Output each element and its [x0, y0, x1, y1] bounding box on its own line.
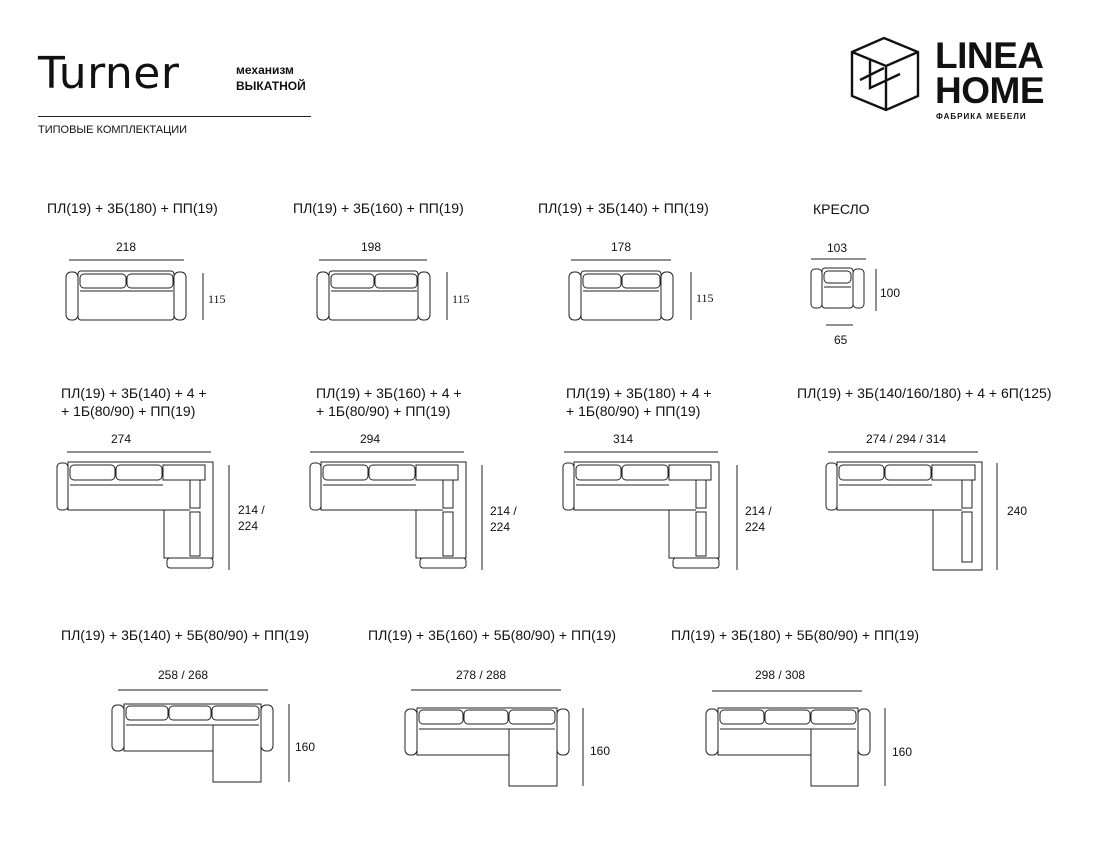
- chaise-298-drawing: [705, 690, 886, 787]
- sofa-198-drawing: [316, 259, 448, 321]
- logo-line1: LINEA: [935, 35, 1044, 76]
- depth-dimension-line2: 224: [745, 520, 766, 534]
- width-dimension: 178: [611, 240, 632, 254]
- depth-dimension-line2: 224: [490, 520, 511, 534]
- config-label-line2: + 1Б(80/90) + ПП(19): [316, 403, 451, 419]
- corner-274-drawing: [56, 451, 230, 570]
- width-dimension: 103: [827, 241, 848, 255]
- config-label-line1: ПЛ(19) + 3Б(140) + 4 +: [61, 385, 207, 401]
- config-label: ПЛ(19) + 3Б(140/160/180) + 4 + 6П(125): [797, 385, 1052, 401]
- depth-dimension: 160: [590, 744, 611, 758]
- mechanism-label: механизм: [236, 63, 294, 77]
- depth-dimension: 115: [696, 291, 714, 305]
- width-dimension: 298 / 308: [755, 668, 806, 682]
- logo-tagline: ФАБРИКА МЕБЕЛИ: [936, 112, 1027, 121]
- config-label: ПЛ(19) + 3Б(140) + 5Б(80/90) + ПП(19): [61, 627, 310, 643]
- depth-dimension-line1: 214 /: [490, 504, 517, 518]
- depth-dimension: 160: [892, 745, 913, 759]
- depth-dimension-line1: 214 /: [238, 503, 265, 517]
- width-dimension: 278 / 288: [456, 668, 507, 682]
- config-label-line1: ПЛ(19) + 3Б(160) + 4 +: [316, 385, 462, 401]
- width-dimension: 314: [613, 432, 634, 446]
- sofa-178-drawing: [568, 259, 692, 321]
- config-label: ПЛ(19) + 3Б(140) + 4 + + 1Б(80/90) + ПП(…: [61, 384, 207, 420]
- config-label: ПЛ(19) + 3Б(160) + ПП(19): [293, 200, 464, 216]
- depth-dimension: 115: [452, 292, 470, 306]
- chaise-278-drawing: [404, 689, 584, 787]
- config-label: ПЛ(19) + 3Б(180) + 5Б(80/90) + ПП(19): [671, 627, 920, 643]
- width-dimension: 274 / 294 / 314: [866, 432, 947, 446]
- depth-dimension: 160: [295, 740, 316, 754]
- chaise-258-drawing: [111, 689, 290, 783]
- corner-294-drawing: [309, 451, 483, 570]
- config-label-line1: ПЛ(19) + 3Б(180) + 4 +: [566, 385, 712, 401]
- logo-line2: HOME: [935, 70, 1045, 111]
- depth-dimension: 214 / 224: [745, 503, 772, 535]
- depth-dimension-line1: 214 /: [745, 504, 772, 518]
- config-label: ПЛ(19) + 3Б(180) + 4 + + 1Б(80/90) + ПП(…: [566, 384, 712, 420]
- mechanism-block: механизм ВЫКАТНОЙ: [236, 62, 306, 94]
- config-label: ПЛ(19) + 3Б(160) + 4 + + 1Б(80/90) + ПП(…: [316, 384, 462, 420]
- config-label-line2: + 1Б(80/90) + ПП(19): [61, 403, 196, 419]
- depth-dimension: 214 / 224: [490, 503, 517, 535]
- page-title: Turner: [38, 48, 180, 99]
- mechanism-value: ВЫКАТНОЙ: [236, 79, 306, 93]
- seat-dimension: 65: [834, 333, 848, 347]
- config-label: ПЛ(19) + 3Б(140) + ПП(19): [538, 200, 709, 216]
- config-label-line2: + 1Б(80/90) + ПП(19): [566, 403, 701, 419]
- width-dimension: 198: [361, 240, 382, 254]
- width-dimension: 218: [116, 240, 137, 254]
- corner-ottoman-drawing: [825, 451, 998, 571]
- depth-dimension: 115: [208, 292, 226, 306]
- sofa-218-drawing: [65, 259, 204, 321]
- width-dimension: 274: [111, 432, 132, 446]
- depth-dimension: 100: [880, 286, 901, 300]
- config-label: КРЕСЛО: [813, 201, 870, 217]
- header-divider: [38, 116, 311, 117]
- depth-dimension: 214 / 224: [238, 502, 265, 534]
- width-dimension: 258 / 268: [158, 668, 209, 682]
- logo-wordmark: LINEA HOME: [935, 35, 1045, 111]
- config-label: ПЛ(19) + 3Б(160) + 5Б(80/90) + ПП(19): [368, 627, 617, 643]
- width-dimension: 294: [360, 432, 381, 446]
- page-subtitle: ТИПОВЫЕ КОМПЛЕКТАЦИИ: [38, 124, 188, 136]
- corner-314-drawing: [562, 451, 738, 570]
- config-label: ПЛ(19) + 3Б(180) + ПП(19): [47, 200, 218, 216]
- depth-dimension: 240: [1007, 504, 1028, 518]
- depth-dimension-line2: 224: [238, 519, 259, 533]
- armchair-drawing: [810, 258, 877, 326]
